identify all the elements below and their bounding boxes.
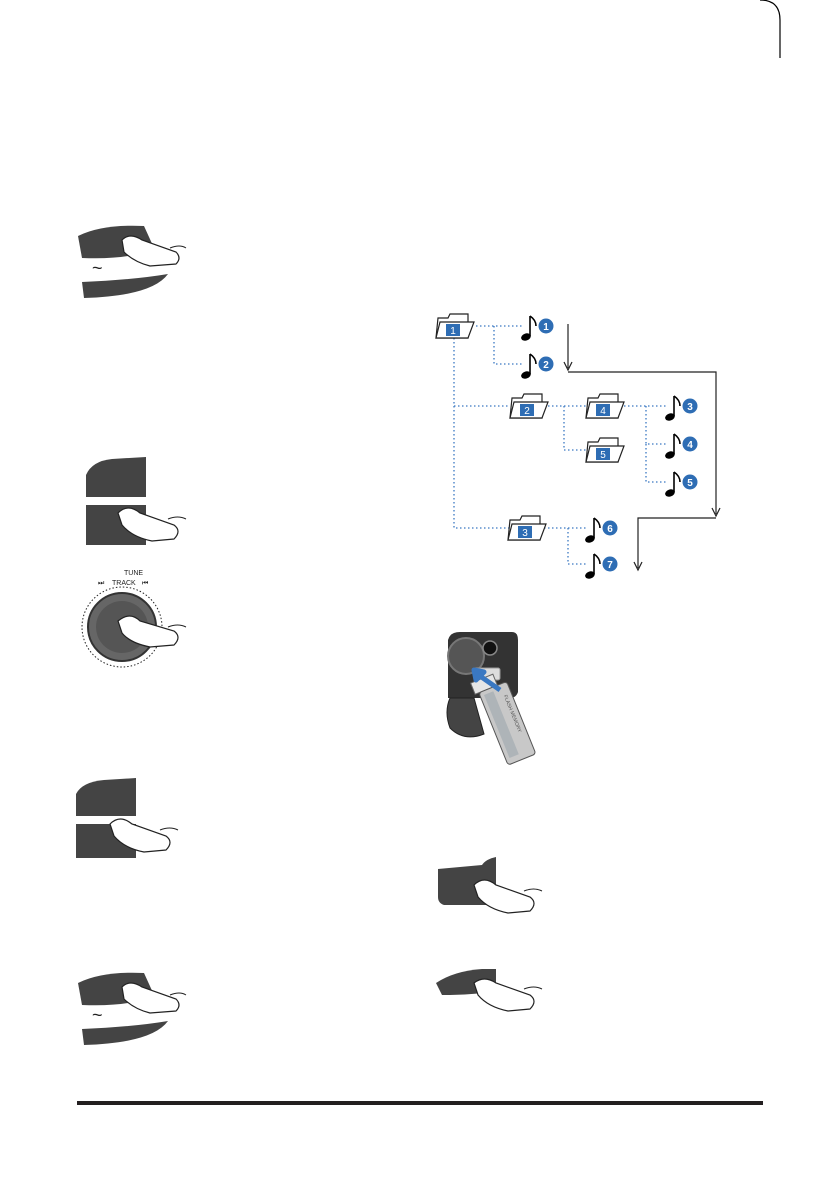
track-1: 1 <box>520 316 553 342</box>
tree-connectors <box>454 326 666 564</box>
track-7: 7 <box>584 554 617 580</box>
svg-text:1: 1 <box>450 326 456 337</box>
finger-icon <box>122 983 186 1013</box>
usb-cover-flap <box>447 698 484 737</box>
folder-2: 2 <box>510 394 548 418</box>
page-corner-mark <box>0 0 840 80</box>
track-2: 2 <box>520 354 553 380</box>
track-3: 3 <box>664 396 697 422</box>
tune-track-knob-illustration: TUNE ⏭ TRACK ⏮ <box>78 565 198 675</box>
finger-icon <box>474 880 542 913</box>
prev-icon: ⏭ <box>98 579 105 587</box>
two-button-press-illustration <box>82 455 202 565</box>
svg-text:2: 2 <box>543 360 549 371</box>
svg-text:3: 3 <box>522 528 528 539</box>
svg-text:5: 5 <box>600 450 606 461</box>
svg-text:4: 4 <box>600 406 606 417</box>
svg-text:6: 6 <box>607 524 613 535</box>
svg-text:1: 1 <box>543 322 549 333</box>
svg-text:4: 4 <box>687 440 693 451</box>
svg-text:5: 5 <box>687 478 693 489</box>
finger-icon <box>122 236 186 266</box>
folder-5: 5 <box>586 438 624 462</box>
aux-jack <box>483 641 497 655</box>
single-button-press-illustration <box>434 855 554 945</box>
tune-label: TUNE <box>124 570 143 577</box>
folder-3: 3 <box>508 516 546 540</box>
usb-insertion-illustration: FLASH MEMORY <box>444 632 554 772</box>
usb-flash-drive: FLASH MEMORY <box>471 670 536 766</box>
press-and-hold-buttons-illustration: ~ <box>72 218 192 308</box>
top-button <box>76 778 136 816</box>
next-icon: ⏮ <box>142 579 148 587</box>
folder-4: 4 <box>586 394 624 418</box>
two-button-press-illustration-lower <box>76 778 196 888</box>
svg-text:2: 2 <box>524 406 530 417</box>
folder-track-tree-diagram: 1 2 3 4 5 1 2 3 <box>430 310 750 580</box>
track-5: 5 <box>664 472 697 498</box>
press-and-hold-buttons-illustration-lower: ~ <box>72 965 192 1055</box>
tilde-symbol: ~ <box>92 1005 103 1025</box>
top-button <box>86 457 146 497</box>
bottom-rule <box>77 1101 763 1105</box>
single-button-press-illustration-lower <box>434 965 554 1045</box>
track-6: 6 <box>584 518 617 544</box>
track-label: TRACK <box>112 580 136 587</box>
folder-1: 1 <box>436 314 474 338</box>
track-4: 4 <box>664 434 697 460</box>
svg-text:7: 7 <box>607 560 613 571</box>
tilde-symbol: ~ <box>92 258 103 278</box>
svg-text:3: 3 <box>687 402 693 413</box>
finger-icon <box>474 979 542 1011</box>
